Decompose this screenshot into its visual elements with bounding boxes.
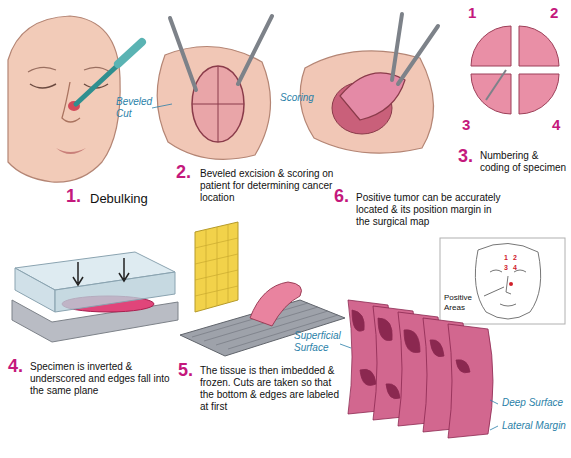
face-illustration-part [30,84,56,88]
map-number: 4 [513,264,517,272]
face-illustration-part [56,148,86,154]
tissue-slices-part [490,400,498,404]
excision-illustration-part [157,46,270,159]
tissue-slices-part [352,310,376,385]
surgical-map-part [475,243,540,319]
tissue-slices-part [490,426,498,430]
step-number: 6. [334,186,349,208]
specimen-number: 1 [468,4,476,22]
face-illustration-part [8,16,120,182]
specimen-number: 4 [552,116,560,134]
glass-press-illustration-part [15,268,55,312]
specimen-quadrants [471,26,559,114]
map-number: 3 [504,264,508,272]
surgical-map-part [490,270,526,272]
tissue-slices-part [430,340,444,357]
glass-press-illustration-part [73,262,83,285]
glass-press-illustration-part [119,258,129,281]
callout-label: Beveled Cut [116,96,154,120]
step-number: 3. [458,146,473,168]
freezing-illustration-part [195,222,238,312]
lifting-illustration-part [340,73,405,120]
step-number: 4. [8,356,23,378]
face-illustration-part [28,67,56,72]
step-caption: The tissue is then imbedded & frozen. Cu… [200,365,344,413]
tissue-slices-part [404,330,420,353]
surgical-map-part [509,282,513,286]
lifting-illustration [300,14,438,153]
excision-illustration-part [192,66,244,142]
specimen-quadrants-part [519,26,559,66]
specimen-quadrants-part [471,26,511,66]
step-caption: Numbering & coding of specimen [480,150,568,174]
glass-press-illustration [12,252,178,342]
freezing-illustration-part [195,224,238,309]
map-label: Positive Areas [444,293,484,312]
excision-illustration-part [192,104,244,105]
tissue-slices-part [340,344,351,348]
step-number: 5. [178,360,193,382]
freezing-illustration [180,222,345,356]
surgical-map [440,238,565,324]
specimen-number: 3 [462,116,470,134]
excision-illustration-part [170,18,196,90]
face-illustration-part [118,42,142,64]
freezing-illustration-part [250,282,302,326]
specimen-quadrants-part [486,70,506,100]
step-number: 1. [66,186,81,208]
tissue-slices [340,300,498,438]
step-caption: Positive tumor can be accurately located… [356,192,506,228]
surgical-map-part [500,304,516,306]
margin-label: Superficial Surface [294,330,340,354]
margin-label: Lateral Margin [502,420,568,432]
lifting-illustration-part [398,26,438,84]
tissue-slices-part [448,324,493,438]
step-number: 2. [176,162,191,184]
lifting-illustration-part [300,51,433,153]
callout-label: Scoring [280,92,314,104]
excision-illustration [152,16,272,159]
step-caption: Debulking [90,191,148,207]
excision-illustration-part [152,104,172,108]
surgical-map-part [440,238,565,324]
lifting-illustration-part [392,14,402,80]
step-caption: Specimen is inverted & underscored and e… [30,361,176,397]
excision-illustration-part [238,16,272,84]
specimen-number: 2 [550,4,558,22]
specimen-quadrants-part [519,74,559,114]
map-number: 1 [504,254,508,262]
margin-label: Deep Surface [502,397,568,409]
surgical-map-part [484,287,504,296]
map-number: 2 [513,254,517,262]
tissue-slices-part [456,360,470,373]
tissue-slices-part [378,318,400,399]
face-illustration-part [84,67,110,72]
